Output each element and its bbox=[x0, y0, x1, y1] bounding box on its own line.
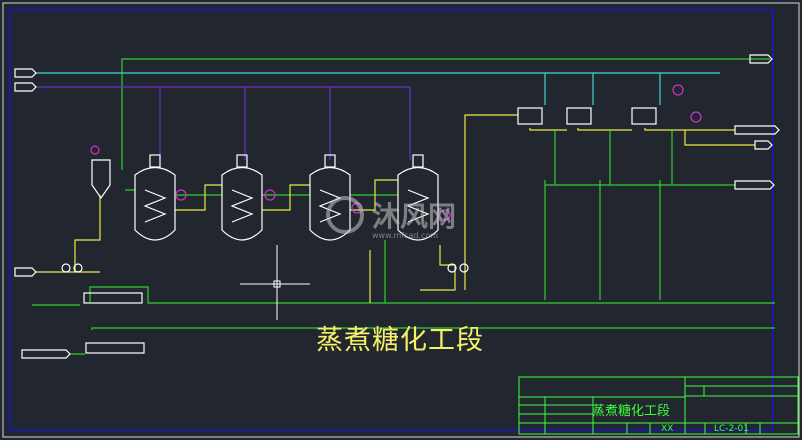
agitator-motor bbox=[149, 154, 161, 168]
title-block-drawing-number: LC-2-01 bbox=[714, 424, 749, 434]
title-block-scale: XX bbox=[661, 424, 674, 434]
pump bbox=[61, 263, 71, 273]
equipment bbox=[14, 54, 780, 359]
heat-exchanger-3 bbox=[631, 107, 657, 125]
pump bbox=[447, 263, 457, 273]
inner-frame bbox=[9, 9, 774, 431]
instruments bbox=[90, 84, 702, 221]
reactor-4 bbox=[397, 166, 439, 241]
heat-exchanger-1 bbox=[517, 107, 543, 125]
reactor-1 bbox=[134, 166, 176, 241]
svg-text:沐风网: 沐风网 bbox=[372, 200, 456, 233]
pump bbox=[73, 263, 83, 273]
mixer-1 bbox=[83, 292, 143, 304]
agitator-motor bbox=[412, 154, 424, 168]
feed-tank bbox=[91, 159, 111, 200]
agitator-motor bbox=[236, 154, 248, 168]
cad-crosshair bbox=[240, 245, 310, 320]
pump bbox=[459, 263, 469, 273]
reactor-2 bbox=[221, 166, 263, 241]
svg-text:www.mfcad.com: www.mfcad.com bbox=[372, 231, 438, 240]
mixer-2 bbox=[85, 342, 145, 354]
pipelines bbox=[32, 58, 775, 355]
title-block bbox=[518, 376, 799, 435]
title-block-title: 蒸煮糖化工段 bbox=[592, 404, 671, 419]
drawing-main-title: 蒸煮糖化工段 bbox=[316, 325, 484, 356]
heat-exchanger-2 bbox=[566, 107, 592, 125]
agitator-motor bbox=[324, 154, 336, 168]
watermark-logo: 沐风网 www.mfcad.com bbox=[326, 196, 456, 240]
